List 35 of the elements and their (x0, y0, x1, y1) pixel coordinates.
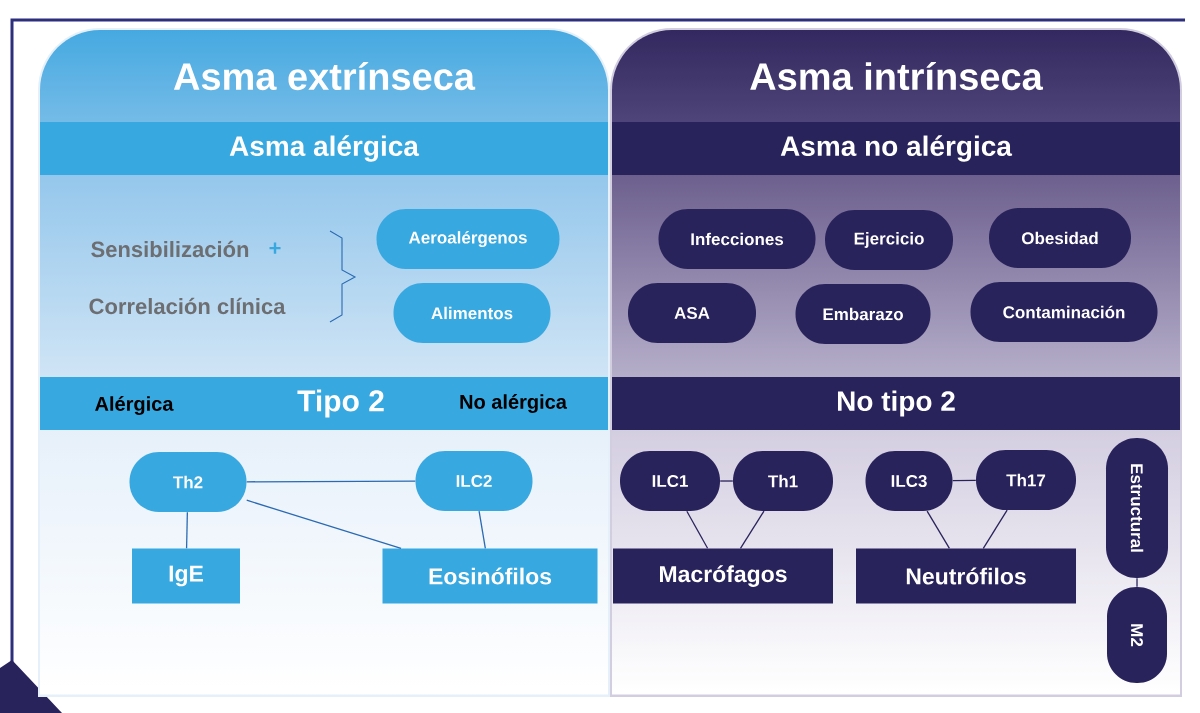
connector-line (1136, 577, 1138, 588)
connector-line (926, 510, 951, 549)
pill: Th2 (129, 452, 247, 512)
connector-line (686, 510, 709, 549)
connector-line (719, 480, 734, 482)
pill: ILC2 (415, 451, 533, 511)
band: Asma no alérgica (612, 122, 1180, 175)
connector-line (952, 479, 977, 482)
cell-box: IgE (132, 548, 240, 604)
connector-line (478, 510, 486, 549)
connector-line (246, 499, 402, 549)
pill: Obesidad (989, 208, 1131, 268)
pill: Infecciones (658, 209, 816, 269)
connector-line (185, 511, 188, 549)
pill: Th1 (733, 451, 833, 511)
band: No tipo 2 (612, 377, 1180, 430)
pill: Contaminación (970, 282, 1158, 342)
band: Asma alérgica (40, 122, 608, 175)
label-text: + (269, 242, 281, 254)
pill: Aeroalérgenos (376, 209, 560, 269)
cell-box: Eosinófilos (382, 548, 598, 604)
band: Alérgica Tipo 2 No alérgica (40, 377, 608, 430)
pill: Th17 (976, 450, 1076, 510)
connector-line (246, 480, 416, 483)
pill: ILC3 (865, 451, 953, 511)
connector-line (982, 509, 1008, 549)
pill: Estructural (1106, 438, 1168, 578)
pill: Alimentos (393, 283, 551, 343)
pill: ILC1 (620, 451, 720, 511)
label-text: Sensibilización (91, 240, 249, 258)
connector-line (739, 510, 765, 549)
label-text: Correlación clínica (89, 297, 286, 315)
cell-box: Macrófagos (613, 548, 833, 604)
pill: M2 (1107, 587, 1167, 683)
cell-box: Neutrófilos (856, 548, 1076, 604)
